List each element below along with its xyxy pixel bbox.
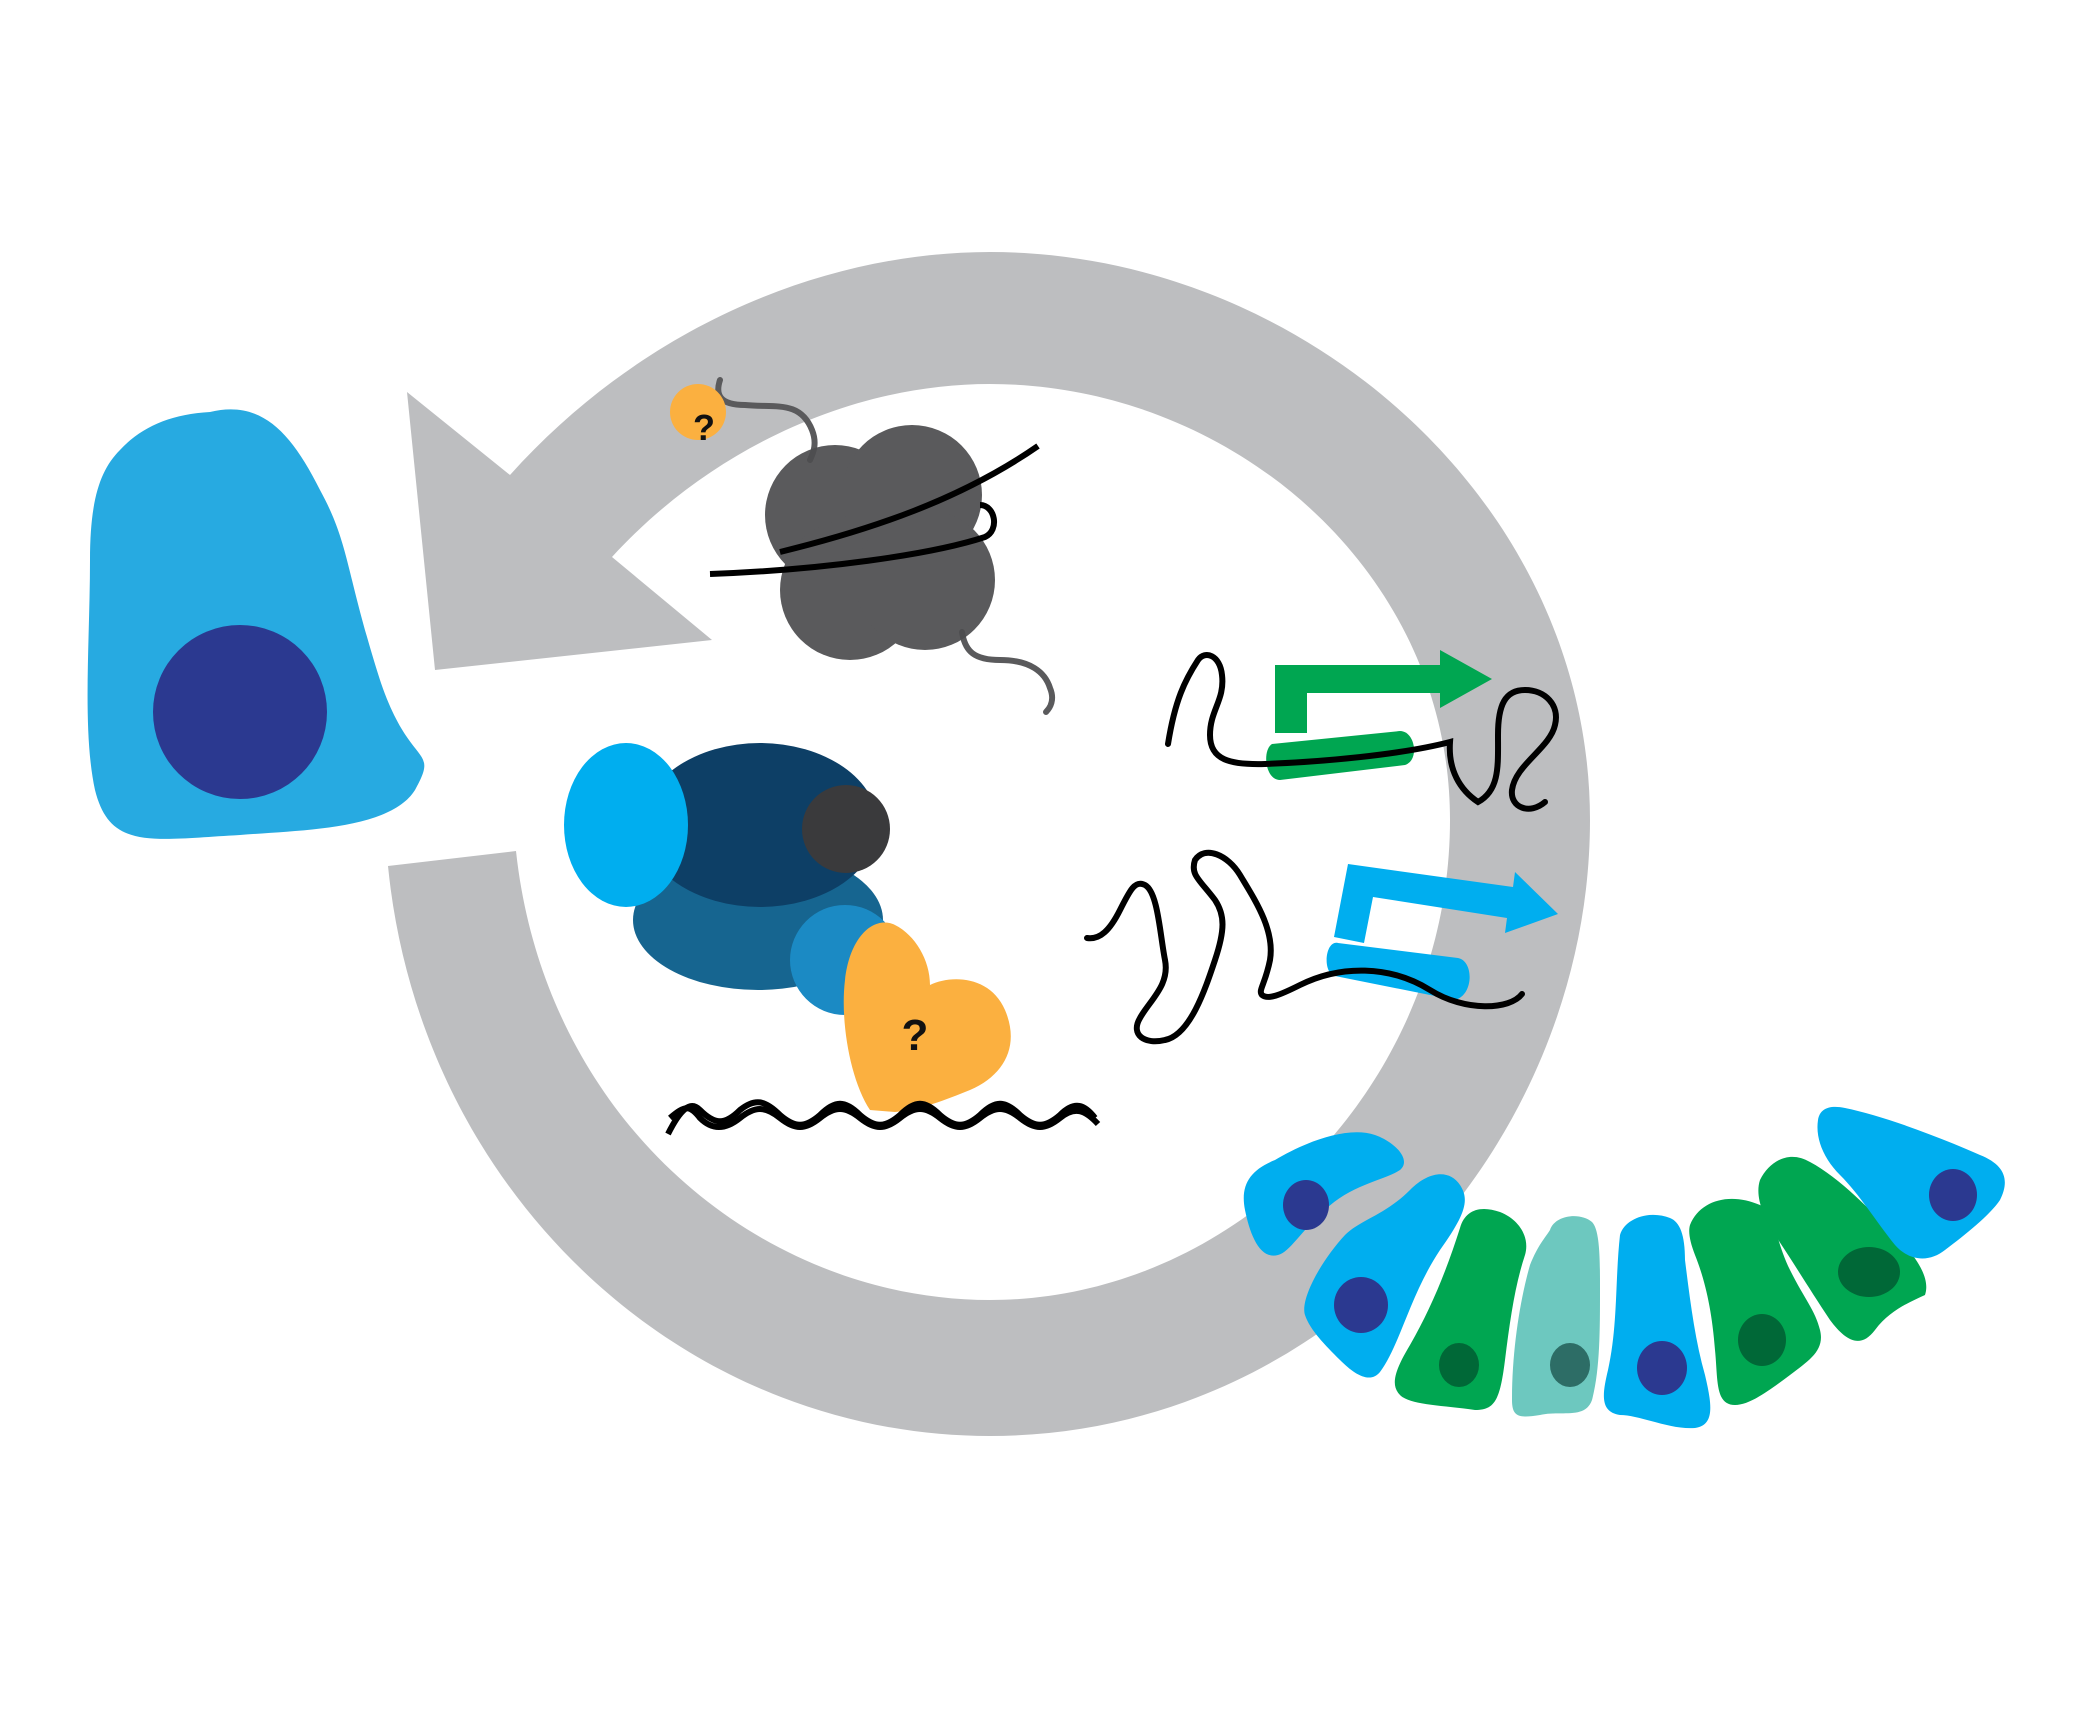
nucleosome-icon: ? <box>670 377 1056 715</box>
diff-cell-8 <box>1817 1106 2005 1259</box>
blue-gene-arrow <box>1334 864 1558 943</box>
diff-cell-1 <box>1243 1132 1404 1256</box>
histone-4 <box>855 510 995 650</box>
dna-double-helix-icon <box>665 1099 1101 1136</box>
protein-complex-icon: ? <box>564 743 1101 1136</box>
differentiated-cells-icon <box>1243 1106 2005 1429</box>
diff-cell-4 <box>1512 1216 1600 1417</box>
complex-dark-subunit <box>802 785 890 873</box>
blue-mrna-strand <box>1084 849 1525 1045</box>
stem-cell-icon <box>87 409 425 839</box>
unknown-factor-histone <box>670 384 726 440</box>
diff-cell-6 <box>1689 1198 1821 1405</box>
dna-helix-strand-2 <box>668 1105 1101 1130</box>
dna-strand-lower <box>709 502 997 577</box>
green-promoter-bar <box>1266 731 1415 780</box>
complex-upper-subunit <box>642 743 878 907</box>
diff-cell-3 <box>1394 1208 1527 1410</box>
green-gene-arrow <box>1275 650 1492 733</box>
blue-promoter-bar <box>1326 942 1470 1000</box>
gene-arrow-icon-green <box>1165 650 1559 812</box>
histone-question-mark: ? <box>693 407 715 448</box>
diff-cell-2 <box>1304 1174 1465 1378</box>
diff-cell-7 <box>1758 1156 1927 1341</box>
green-mrna-strand <box>1165 652 1559 812</box>
stem-cell-nucleus <box>153 625 327 799</box>
dna-strand-upper <box>779 443 1040 555</box>
diff-cell-5 <box>1603 1214 1711 1429</box>
unknown-factor-complex <box>843 922 1011 1112</box>
histone-tail-bottom <box>959 629 1056 715</box>
complex-question-mark: ? <box>902 1011 929 1060</box>
gene-arrow-icon-blue <box>1084 849 1558 1045</box>
complex-left-subunit <box>564 743 688 907</box>
